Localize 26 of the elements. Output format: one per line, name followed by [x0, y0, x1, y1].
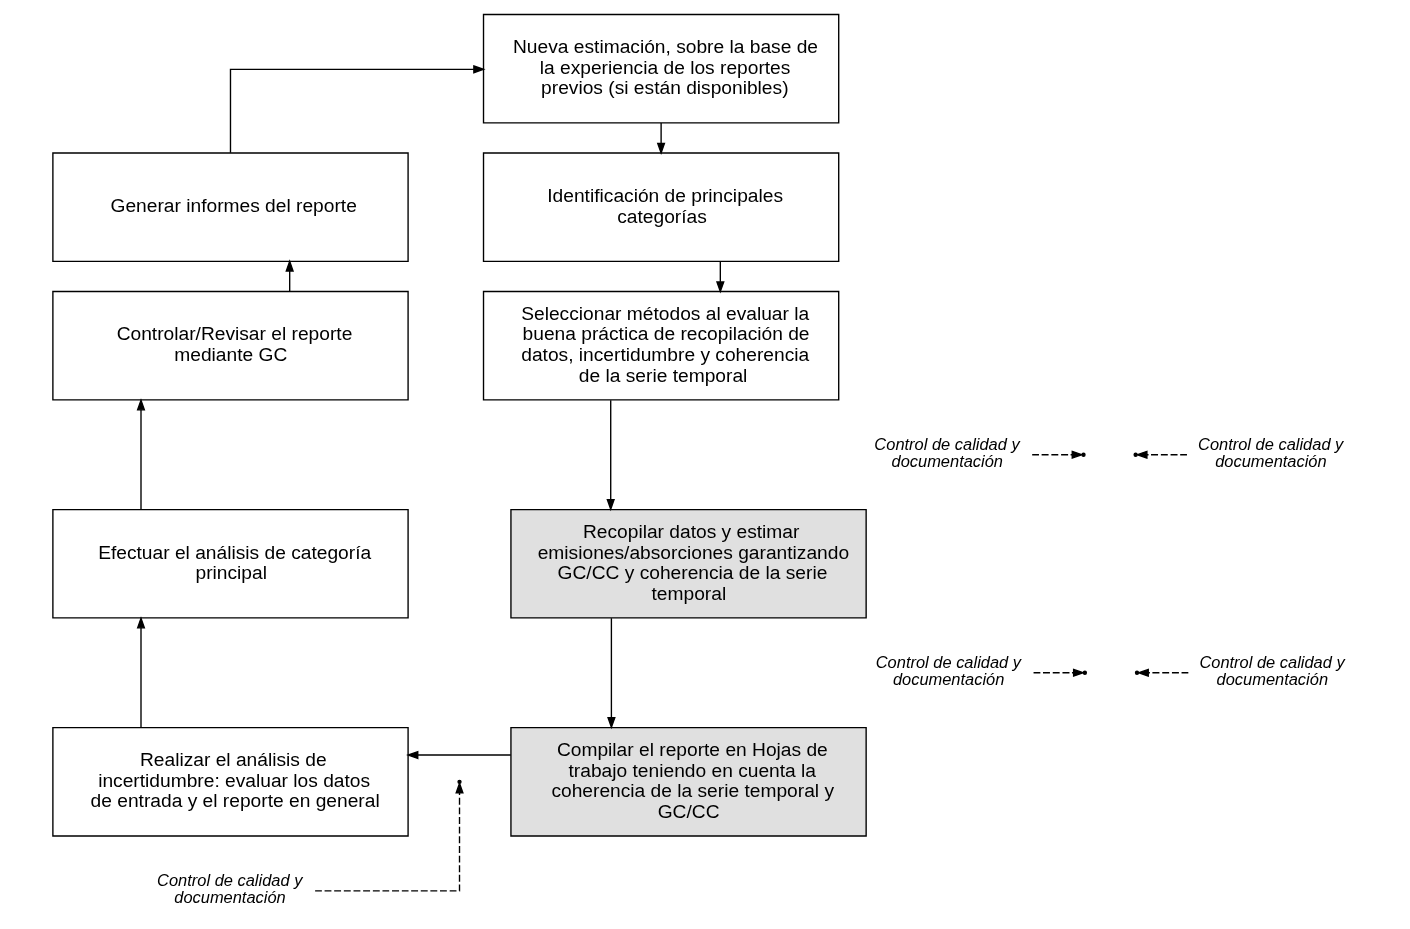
arrow [229, 64, 486, 153]
node-box: Realizar el análisis de incertidumbre: evaluar los datos de entrada y el reporte en general [52, 726, 409, 837]
arrow [1031, 449, 1084, 459]
arrow [406, 750, 512, 759]
node-box: Compilar el reporte en Hojas de trabajo teniendo en cuenta la coherencia de la serie temporal y GC/CC [510, 726, 867, 837]
arrow [656, 121, 666, 155]
arrow [716, 260, 725, 294]
arrow [607, 617, 616, 729]
node-text: Control de calidad y documentación [874, 434, 1020, 470]
node-box: Identificación de principales categorías [482, 151, 840, 262]
arrow [606, 398, 616, 511]
node-box: Seleccionar métodos al evaluar la buena práctica de recopilación de datos, incertidumbre y coherencia de la serie temporal [482, 290, 840, 401]
node-text: Control de calidad y documentación [875, 652, 1022, 688]
node-box: Controlar/Revisar el reporte mediante GC [52, 290, 409, 401]
arrow [1032, 667, 1086, 677]
node-text: Control de calidad y documentación [1198, 434, 1344, 470]
arrow [1136, 667, 1189, 677]
arrow [136, 615, 146, 728]
node-text: Control de calidad y documentación [1199, 652, 1345, 688]
node-box: Nueva estimación, sobre la base de la experiencia de los reportes previos (si están disponibles) [482, 13, 840, 123]
arrow [136, 397, 146, 510]
arrow [285, 258, 294, 292]
node-text: Control de calidad y documentación [157, 870, 303, 906]
node-box: Efectuar el análisis de categoría principal [52, 508, 409, 619]
node-box: Generar informes del reporte [52, 151, 409, 262]
node-box: Recopilar datos y estimar emisiones/absorciones garantizando GC/CC y coherencia de la serie temporal [510, 508, 867, 619]
